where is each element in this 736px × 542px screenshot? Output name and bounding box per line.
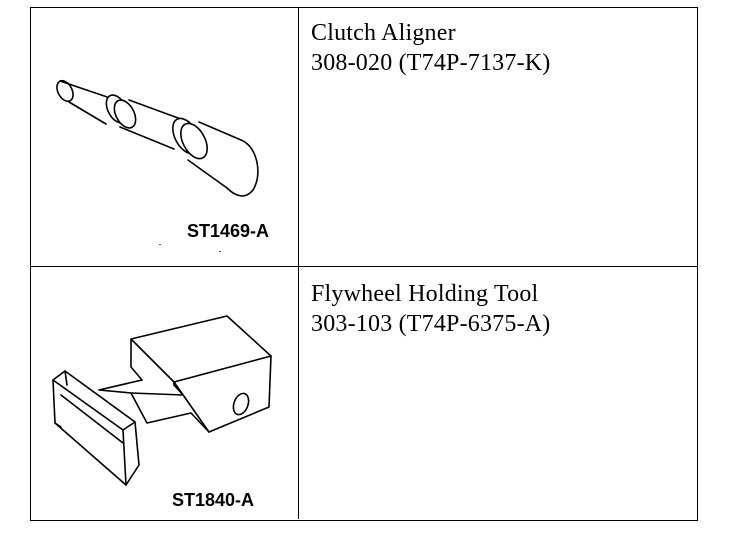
tool-image-cell: ST1469-A: [31, 8, 299, 266]
figure-code: ST1840-A: [172, 490, 255, 510]
special-tools-table: ST1469-A Clutch Aligner 308-020 (T74P-71…: [30, 7, 698, 521]
tool-name: Clutch Aligner: [311, 20, 456, 46]
tool-row-clutch-aligner: ST1469-A Clutch Aligner 308-020 (T74P-71…: [31, 8, 697, 267]
tool-name: Flywheel Holding Tool: [311, 281, 539, 307]
tool-image-cell: ST1840-A: [31, 267, 299, 519]
tool-number: 308-020 (T74P-7137-K): [311, 50, 551, 76]
scan-speck: [159, 244, 161, 245]
tool-text-cell: Flywheel Holding Tool 303-103 (T74P-6375…: [299, 267, 697, 519]
flywheel-holding-tool-illustration: [52, 315, 272, 486]
figure-code: ST1469-A: [187, 221, 270, 241]
clutch-aligner-illustration: [56, 79, 259, 197]
tool-row-flywheel-holding-tool: ST1840-A Flywheel Holding Tool 303-103 (…: [31, 267, 697, 519]
tool-text-cell: Clutch Aligner 308-020 (T74P-7137-K): [299, 8, 697, 266]
tool-number: 303-103 (T74P-6375-A): [311, 311, 551, 337]
scan-speck: [219, 251, 221, 252]
